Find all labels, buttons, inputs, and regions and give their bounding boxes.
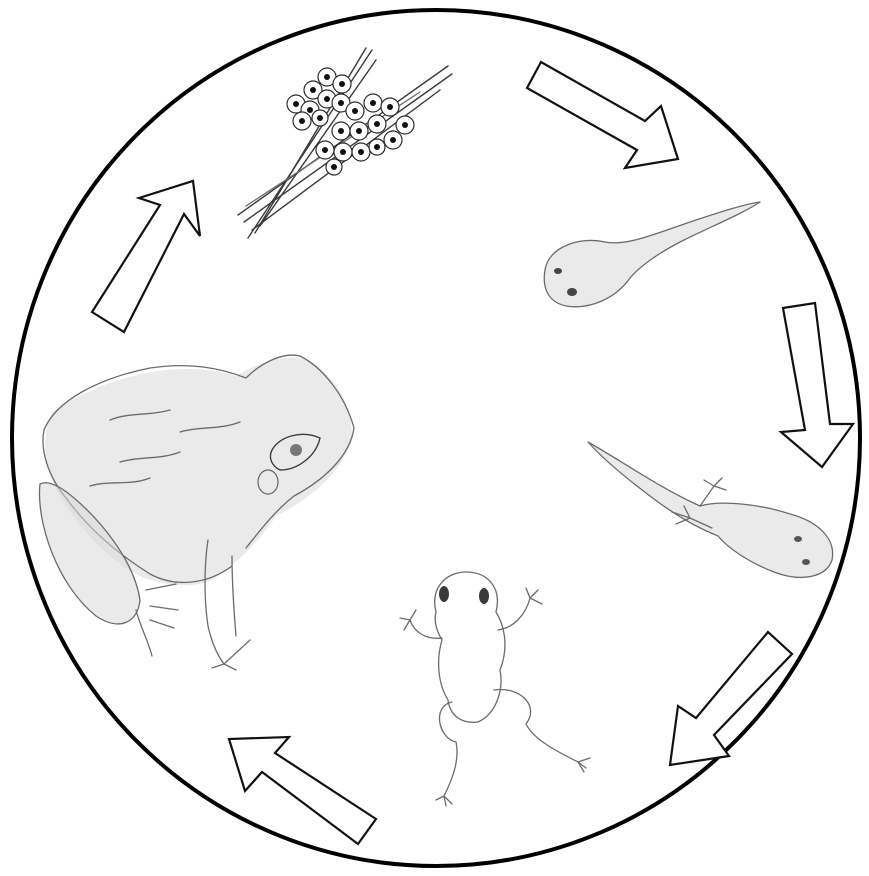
frog-life-cycle-diagram	[0, 0, 869, 876]
